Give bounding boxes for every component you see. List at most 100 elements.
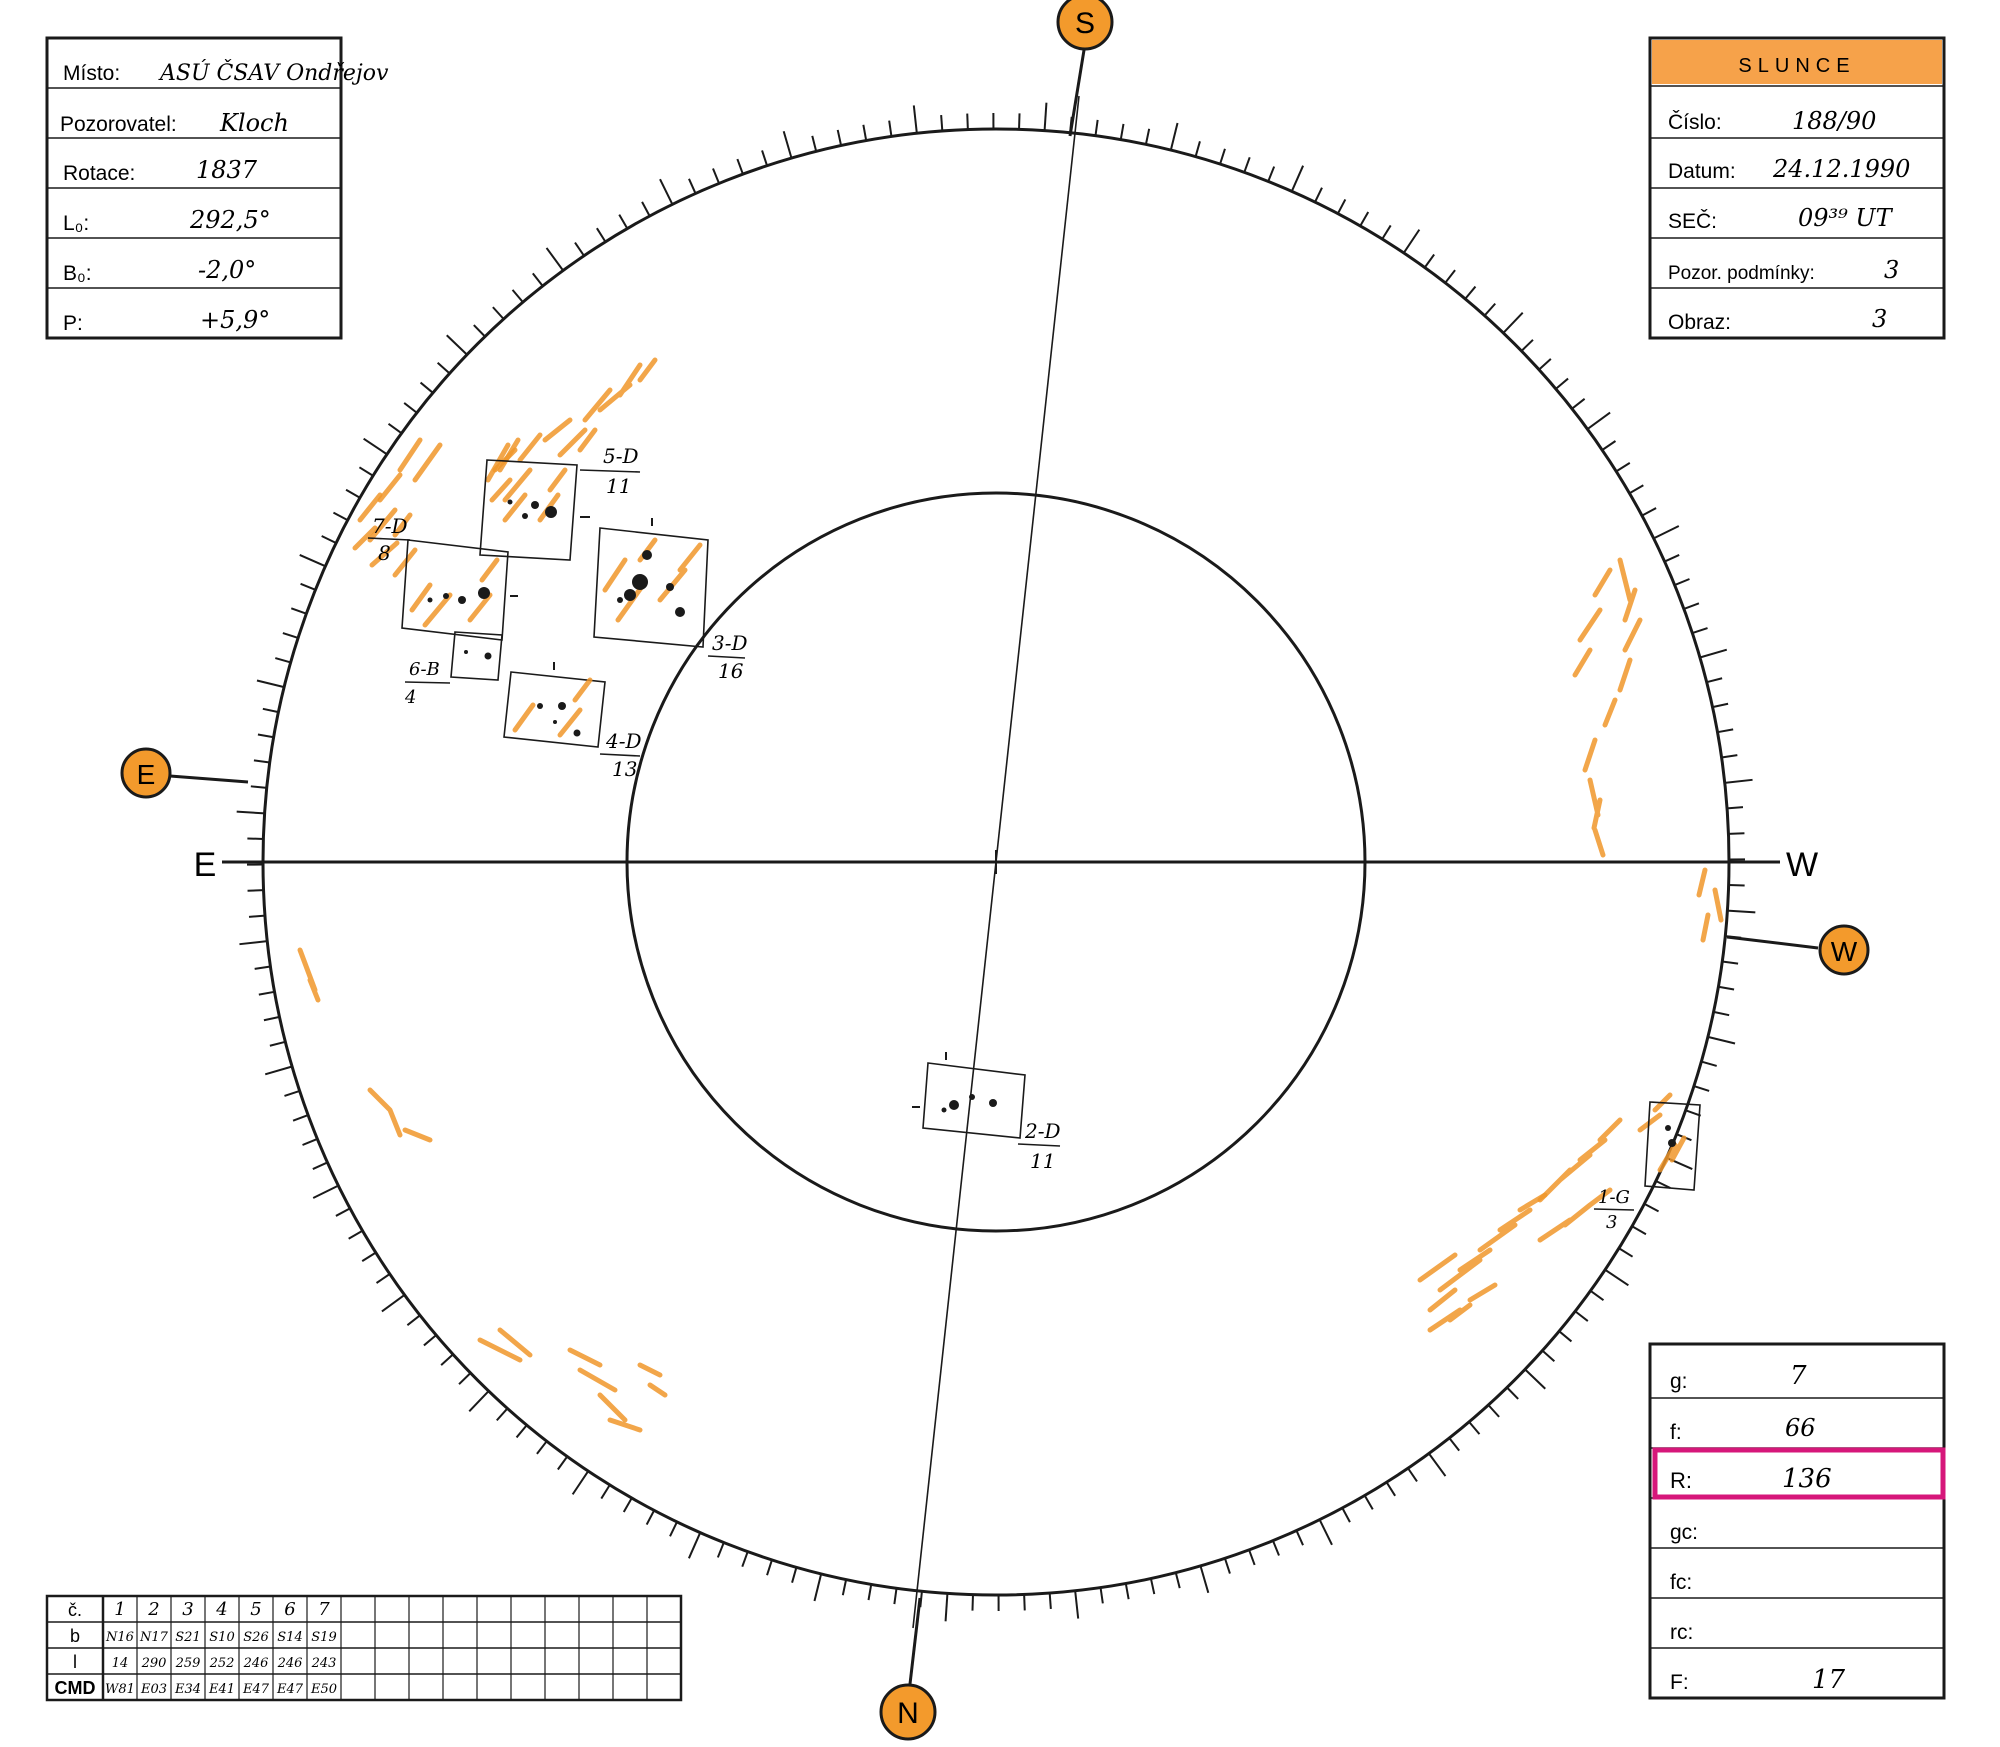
limb-tick bbox=[596, 227, 607, 243]
B0-label: B₀: bbox=[63, 262, 92, 285]
limb-tick bbox=[1341, 1507, 1351, 1523]
table-cell: 243 bbox=[311, 1656, 337, 1671]
limb-tick bbox=[1314, 187, 1323, 203]
time-label: SEČ: bbox=[1668, 210, 1717, 233]
limb-tick bbox=[1448, 1437, 1460, 1452]
table-cell: S26 bbox=[243, 1630, 268, 1645]
limb-tick bbox=[257, 733, 274, 739]
R-label: R: bbox=[1670, 1468, 1692, 1493]
table-cell: E41 bbox=[208, 1682, 235, 1697]
observer-value: Kloch bbox=[219, 109, 289, 137]
limb-tick bbox=[1048, 1592, 1052, 1610]
limb-tick-marks bbox=[236, 102, 1756, 1622]
limb-tick bbox=[1724, 778, 1753, 784]
conditions-value: 3 bbox=[1884, 256, 1899, 284]
table-cell: 5 bbox=[250, 1599, 261, 1620]
slunce-header-fill bbox=[1652, 40, 1942, 84]
g-label: g: bbox=[1670, 1370, 1688, 1393]
limb-tick bbox=[1685, 1109, 1702, 1117]
limb-tick bbox=[536, 1440, 548, 1455]
limb-tick bbox=[766, 1559, 773, 1576]
limb-tick bbox=[440, 1353, 454, 1366]
R-value: 136 bbox=[1782, 1464, 1832, 1494]
limb-tick bbox=[557, 1455, 569, 1471]
limb-tick bbox=[545, 247, 564, 272]
table-cell: S21 bbox=[175, 1630, 200, 1645]
limb-tick bbox=[1094, 119, 1099, 136]
rc-label: rc: bbox=[1670, 1621, 1693, 1644]
table-cell: N17 bbox=[139, 1630, 169, 1645]
limb-tick bbox=[312, 1184, 339, 1199]
limb-tick bbox=[275, 657, 291, 664]
limb-tick bbox=[1468, 1421, 1481, 1435]
limb-tick bbox=[1223, 1558, 1231, 1574]
number-label: Číslo: bbox=[1668, 111, 1722, 134]
limb-tick bbox=[1144, 128, 1151, 145]
group-3D-label: 3-D bbox=[712, 631, 748, 655]
limb-tick bbox=[1483, 302, 1496, 317]
limb-tick bbox=[1099, 1587, 1104, 1604]
limb-tick bbox=[1385, 1481, 1396, 1497]
limb-tick bbox=[1604, 1268, 1629, 1287]
table-cell: 6 bbox=[284, 1599, 295, 1620]
limb-tick bbox=[358, 466, 374, 477]
group-4D-count: 13 bbox=[612, 757, 637, 781]
limb-tick bbox=[1574, 1310, 1589, 1322]
limb-tick bbox=[867, 1584, 873, 1601]
limb-tick bbox=[618, 214, 629, 229]
limb-tick bbox=[1586, 411, 1611, 430]
group-6B-count: 4 bbox=[404, 687, 416, 708]
limb-tick bbox=[641, 201, 651, 217]
limb-tick bbox=[1464, 285, 1477, 300]
limb-tick bbox=[712, 168, 720, 184]
limb-tick bbox=[944, 1593, 949, 1622]
limb-tick bbox=[600, 1484, 611, 1500]
limb-tick bbox=[436, 362, 451, 375]
limb-tick bbox=[1629, 484, 1644, 495]
limb-tick bbox=[574, 241, 585, 257]
time-value: 09³⁹ UT bbox=[1798, 204, 1894, 232]
limb-tick bbox=[888, 120, 893, 137]
limb-tick bbox=[363, 437, 388, 456]
limb-tick bbox=[1169, 122, 1179, 151]
west-badge-letter: W bbox=[1831, 936, 1858, 967]
limb-tick bbox=[1149, 1578, 1156, 1595]
limb-tick bbox=[1444, 269, 1456, 284]
date-label: Datum: bbox=[1668, 160, 1736, 183]
limb-tick bbox=[1267, 166, 1276, 182]
limb-tick bbox=[1336, 198, 1347, 215]
limb-tick bbox=[862, 124, 868, 141]
table-cell: N16 bbox=[105, 1630, 134, 1645]
limb-tick bbox=[1124, 1583, 1130, 1600]
conditions-label: Pozor. podmínky: bbox=[1668, 263, 1815, 284]
table-cell: 1 bbox=[114, 1599, 125, 1620]
limb-tick bbox=[688, 178, 697, 194]
limb-tick bbox=[1571, 398, 1586, 410]
limb-tick bbox=[1174, 1572, 1181, 1589]
limb-tick bbox=[1558, 1330, 1573, 1343]
sunspot-group-6B: 6-B 4 bbox=[404, 631, 503, 708]
limb-tick bbox=[1718, 985, 1735, 991]
limb-tick bbox=[716, 1542, 725, 1558]
gc-label: gc: bbox=[1670, 1521, 1698, 1544]
limb-tick bbox=[1487, 1404, 1500, 1418]
table-cell: 259 bbox=[175, 1656, 201, 1671]
limb-tick bbox=[1707, 1035, 1736, 1045]
table-cell: 7 bbox=[318, 1599, 330, 1620]
number-value: 188/90 bbox=[1792, 107, 1876, 135]
observer-label: Pozorovatel: bbox=[60, 113, 177, 136]
table-cell: 2 bbox=[147, 1599, 159, 1620]
table-cell: 3 bbox=[182, 1599, 193, 1620]
limb-tick bbox=[1295, 1530, 1304, 1546]
limb-tick bbox=[1726, 806, 1744, 810]
table-cell: E34 bbox=[174, 1682, 201, 1697]
limb-tick bbox=[1655, 1180, 1671, 1189]
slunce-title: SLUNCE bbox=[1738, 55, 1855, 77]
limb-tick bbox=[1701, 1060, 1717, 1067]
L0-label: L₀: bbox=[63, 212, 89, 235]
limb-tick bbox=[1664, 554, 1680, 563]
south-badge-letter: S bbox=[1075, 7, 1095, 40]
limb-tick bbox=[406, 1314, 421, 1326]
limb-tick bbox=[345, 488, 361, 499]
